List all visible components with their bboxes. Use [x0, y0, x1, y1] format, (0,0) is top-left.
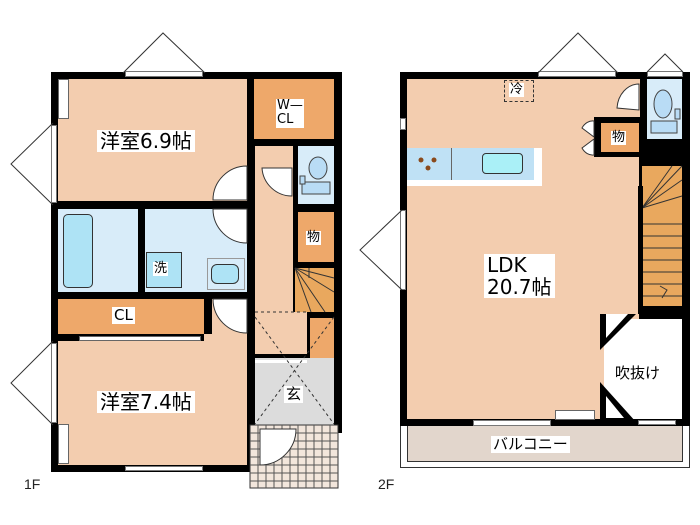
- window-2f-toilet: [647, 71, 683, 77]
- western-room-2-ext: [204, 334, 247, 344]
- door-swing-western-2: [212, 298, 248, 334]
- window-bay-2f-toilet: [646, 53, 684, 73]
- door-swing-storage: [581, 120, 595, 156]
- closet-door: [58, 79, 69, 119]
- atrium-diagonals: [600, 314, 636, 422]
- door-swing-toilet-2f: [616, 83, 640, 111]
- window-bay-2f-left: [359, 209, 403, 291]
- closet-door-2: [58, 424, 69, 464]
- entrance-dashed-cross: [254, 311, 335, 425]
- window-2f-atrium: [638, 420, 676, 425]
- window-2f-left: [400, 210, 406, 290]
- sink-basin-icon: [211, 264, 239, 284]
- balcony: [407, 426, 683, 462]
- window-bay-left-2: [10, 340, 54, 426]
- walk-in-closet-label: W— CL: [276, 98, 304, 128]
- window-2f-balcony: [473, 420, 551, 426]
- stairs-lines-2f: [641, 165, 683, 299]
- porch-tile-grid: [249, 424, 339, 489]
- washroom-label: 洗: [153, 261, 169, 277]
- door-swing-toilet: [261, 167, 293, 197]
- bathtub-icon: [63, 214, 93, 288]
- atrium-label: 吹抜け: [613, 364, 663, 382]
- stove-burner-icon: [418, 157, 437, 171]
- storage-2f-label: 物: [611, 130, 627, 146]
- bath-partition: [138, 209, 142, 292]
- ldk-label: LDK 20.7帖: [484, 254, 555, 298]
- entrance-upper: [255, 360, 307, 380]
- window-1f-top: [125, 71, 203, 77]
- window-1f-bottom: [125, 466, 203, 471]
- window-bay-top: [122, 32, 206, 74]
- balcony-label: バルコニー: [491, 435, 570, 453]
- toilet-icon: [299, 156, 331, 195]
- window-bay-2f-top: [537, 32, 619, 74]
- storage-1f-label: 物: [306, 230, 322, 246]
- window-2f-left-small: [400, 118, 406, 130]
- closet-doors: [79, 336, 201, 341]
- stove: [407, 148, 452, 180]
- stairs-wall: [638, 186, 643, 314]
- door-swing-washroom: [212, 208, 248, 244]
- refrigerator-label: 冷: [509, 82, 525, 98]
- floor-label-2f: 2F: [378, 476, 395, 492]
- western-room-2-label: 洋室7.4帖: [97, 391, 195, 413]
- toilet-icon-2f: [650, 89, 681, 134]
- floor-label-1f: 1F: [24, 476, 41, 492]
- window-bay-left-1: [10, 122, 54, 206]
- western-room-1-label: 洋室6.9帖: [97, 130, 195, 152]
- floor-plan-1f: 洋室6.9帖 W— CL 物 玄: [10, 32, 342, 492]
- kitchen-sink-icon: [482, 153, 523, 174]
- door-swing-western-1: [212, 165, 248, 201]
- window-1f-left-2: [51, 343, 57, 423]
- refrigerator-marker: [504, 80, 534, 102]
- closet-label: CL: [112, 306, 135, 324]
- stairs-1f: [295, 268, 334, 312]
- window-1f-left-1: [51, 125, 57, 203]
- entrance-label: 玄: [284, 385, 304, 403]
- floor-plan-2f: 冷 物 吹抜け LDK 2: [350, 0, 700, 525]
- window-2f-top: [538, 71, 616, 77]
- ldk-nook: [555, 410, 595, 420]
- entrance-hall: [255, 312, 307, 354]
- stairs-lines-icon: [294, 267, 335, 313]
